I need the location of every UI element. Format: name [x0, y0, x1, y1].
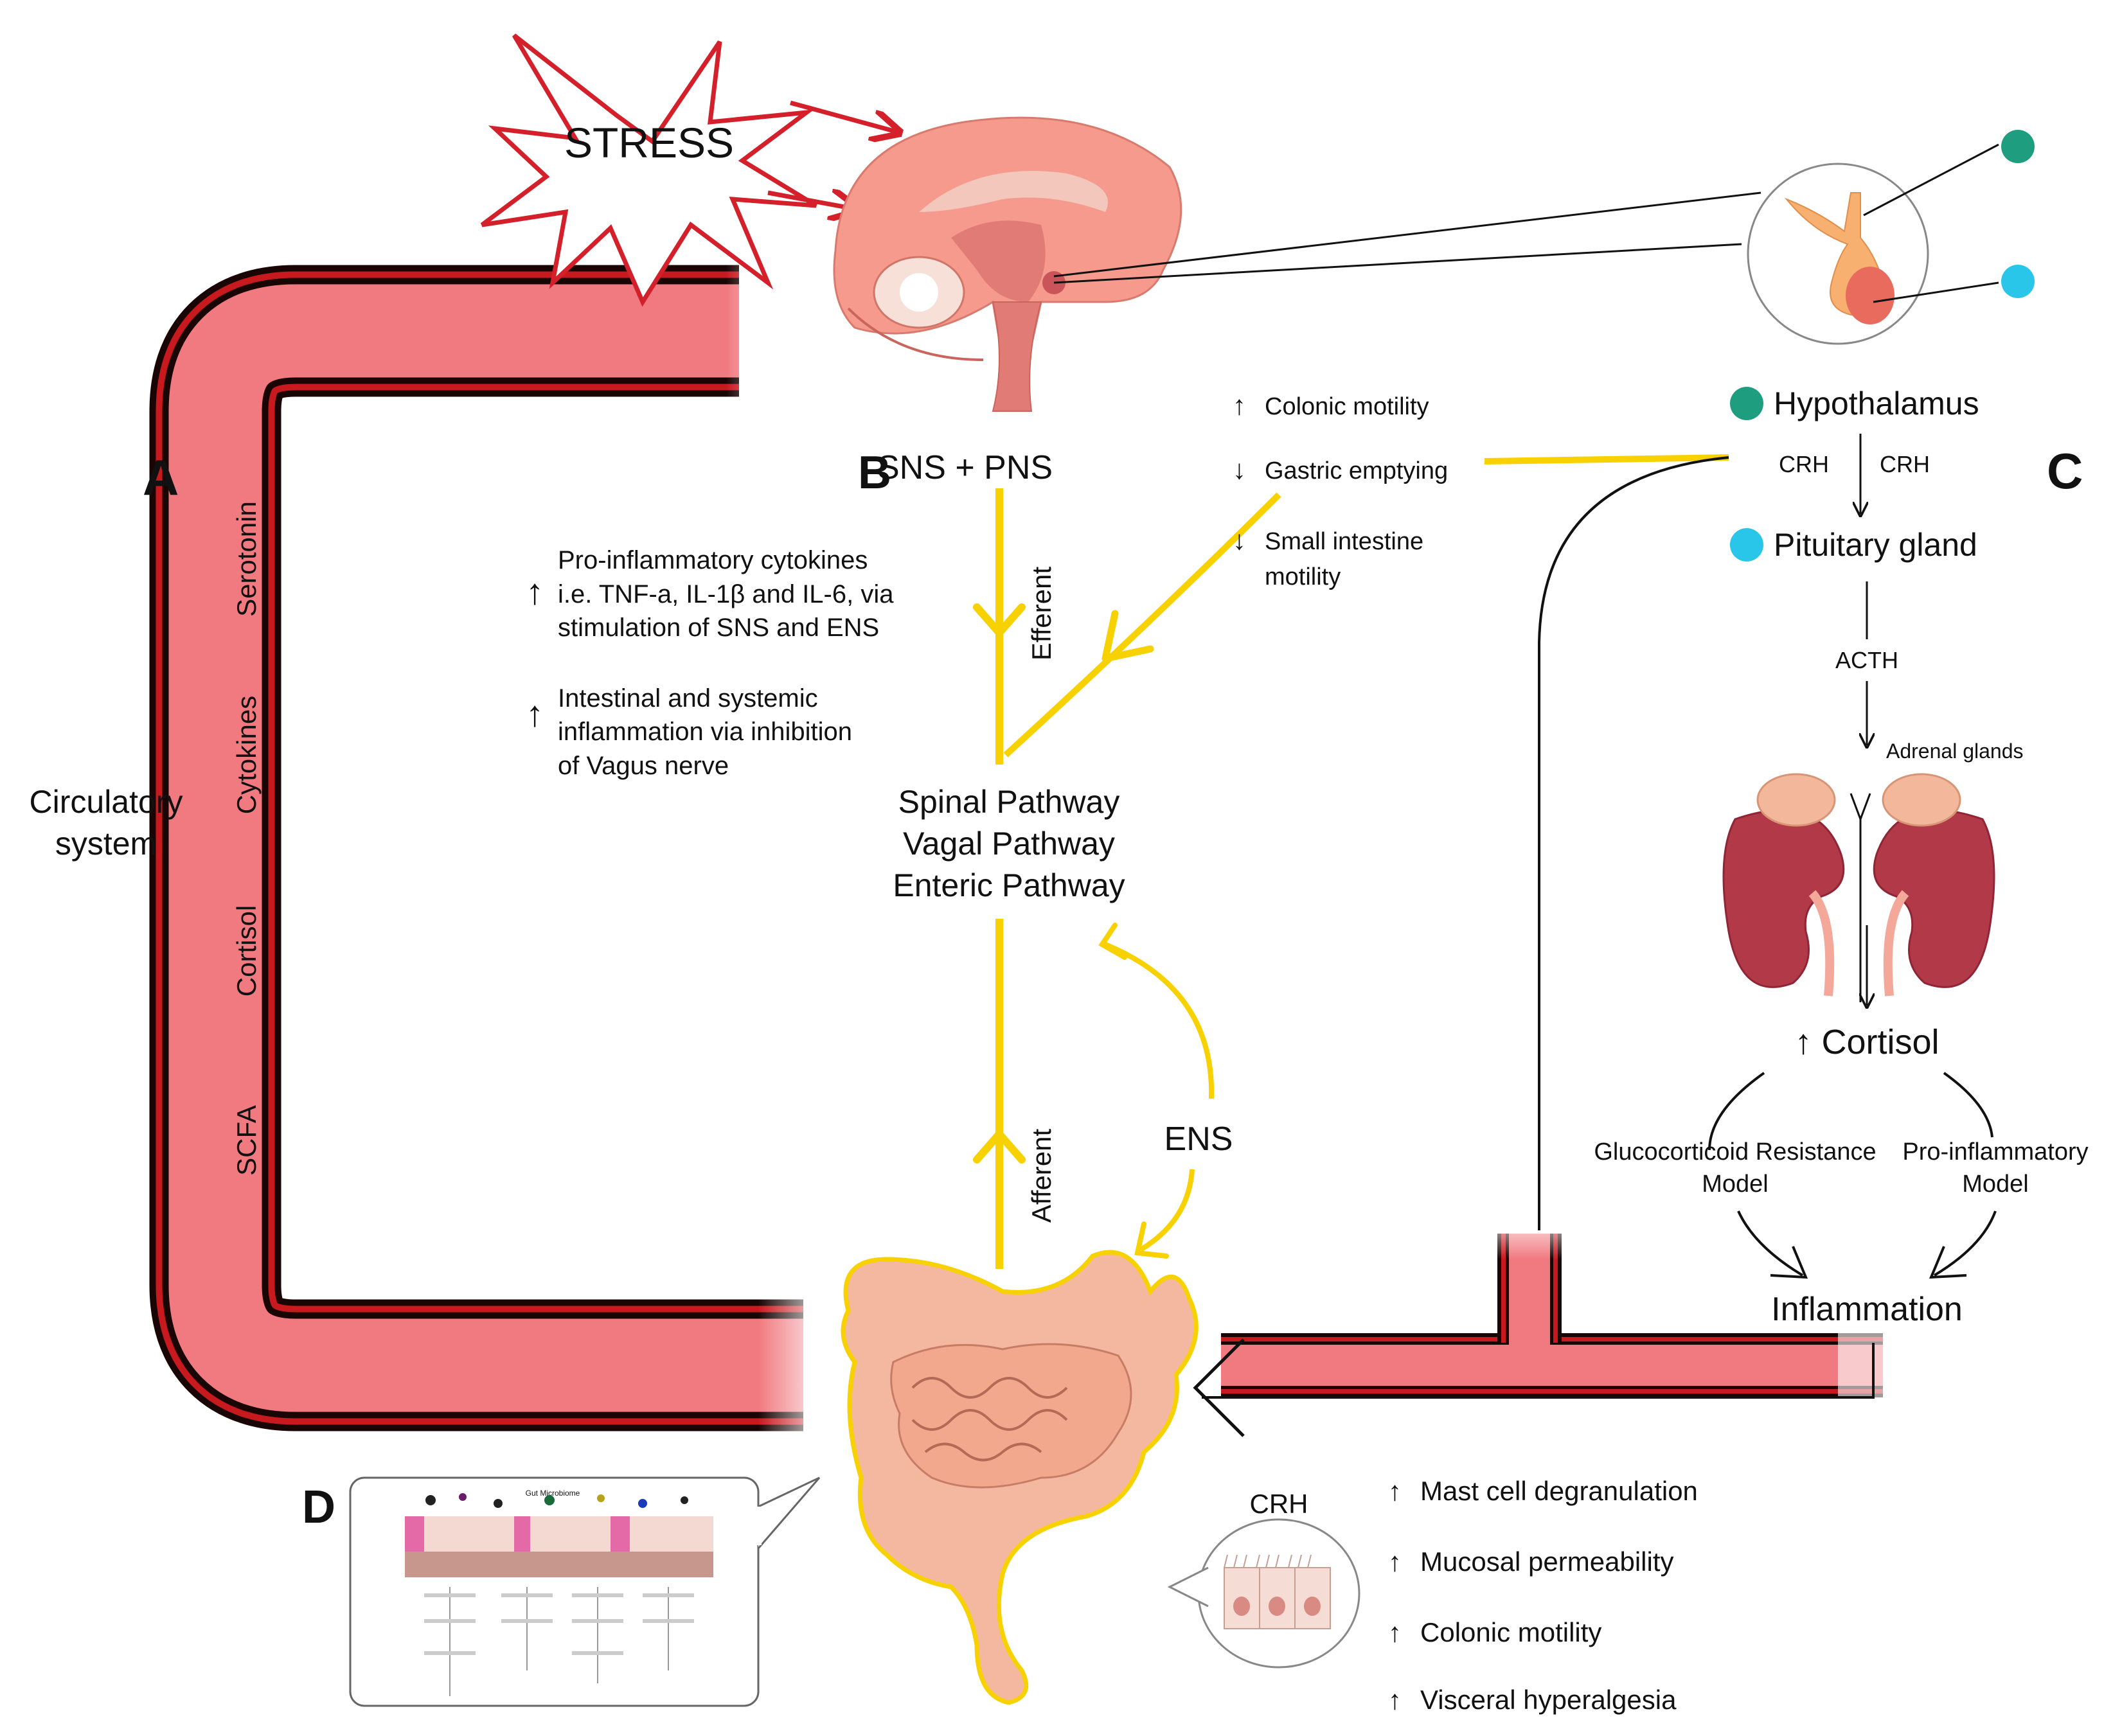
panel-label-c: C [2047, 443, 2083, 499]
panel-label-b: B [858, 447, 891, 499]
gut-effect-colonic: Colonic motility [1265, 393, 1429, 420]
gut-effects-branch-line [1003, 454, 1729, 757]
ens-arc-lower [1139, 1169, 1195, 1252]
acth-label: ACTH [1835, 647, 1898, 673]
vessel-label-scfa: SCFA [231, 1105, 262, 1176]
hypothalamus-dot [1730, 387, 1763, 420]
gut-illustration [841, 1250, 1199, 1705]
mast-effect-arrow-2: ↑ [1388, 1546, 1402, 1577]
cytokines-line3: stimulation of SNS and ENS [558, 614, 879, 642]
inflammation-to-gut-line [1202, 1343, 1875, 1399]
vagus-line3: of Vagus nerve [558, 752, 729, 780]
cytokines-line2: i.e. TNF-a, IL-1β and IL-6, via [558, 580, 894, 608]
vessel-label-cytokines: Cytokines [231, 696, 262, 814]
pituitary-dot [1730, 528, 1763, 562]
mast-effect-colonic-motility: Colonic motility [1420, 1617, 1601, 1647]
vessel-label-serotonin: Serotonin [231, 501, 262, 617]
stress-burst-icon [480, 33, 817, 307]
pathway-vagal: Vagal Pathway [903, 826, 1115, 862]
model-right-arrowhead [1929, 1246, 1967, 1279]
mast-effect-arrow-1: ↑ [1388, 1476, 1402, 1506]
stress-label: STRESS [564, 119, 734, 166]
vagus-line1: Intestinal and systemic [558, 684, 818, 713]
branch-arrowhead [1101, 610, 1154, 662]
hypothalamus-label: Hypothalamus [1774, 385, 1979, 421]
adrenal-label: Adrenal glands [1886, 740, 2023, 763]
sns-pns-label: SNS + PNS [877, 449, 1053, 486]
zoom-line-2 [1053, 243, 1742, 284]
stress-arrow-2 [767, 193, 855, 209]
efferent-arrowhead-down [973, 603, 1026, 639]
gut-effect-motility: motility [1265, 563, 1341, 590]
crh-to-gut-line [1538, 456, 1729, 1230]
ens-label: ENS [1164, 1120, 1233, 1158]
circulatory-label-line1: Circulatory [30, 784, 183, 820]
crh-bubble-label: CRH [1250, 1489, 1308, 1519]
cortisol-branch-right [1943, 1072, 1993, 1138]
inflammation-label: Inflammation [1771, 1291, 1963, 1328]
kidneys-illustration [1722, 773, 1995, 1002]
model-left-line1: Glucocorticoid Resistance [1594, 1138, 1876, 1165]
stress-arrow-1 [790, 100, 896, 132]
microbiome-inset: Gut Microbiome [349, 1476, 821, 1707]
mast-effect-degranulation: Mast cell degranulation [1420, 1476, 1698, 1506]
model-left-arrowhead [1770, 1246, 1808, 1279]
panel-label-a: A [143, 449, 179, 506]
model-right-line1: Pro-inflammatory [1902, 1138, 2088, 1165]
pituitary-inset [1747, 143, 1999, 345]
cytokines-up-arrow: ↑ [526, 571, 544, 612]
pathway-spinal: Spinal Pathway [898, 784, 1120, 820]
mast-effect-arrow-3: ↑ [1388, 1617, 1402, 1647]
circulatory-vessel-right [1221, 1208, 1896, 1407]
mast-effect-permeability: Mucosal permeability [1420, 1546, 1674, 1577]
mast-effect-arrow-4: ↑ [1388, 1685, 1402, 1715]
cortisol-branch-left [1708, 1072, 1765, 1151]
circulatory-vessel-left [149, 257, 835, 1439]
vessel-arrow-into-gut [1193, 1338, 1245, 1437]
model-right-arrow [1933, 1210, 1997, 1277]
vagus-line2: inflammation via inhibition [558, 718, 852, 746]
epithelium-bubble [1167, 1518, 1360, 1669]
ens-arc-lower-head [1134, 1221, 1169, 1259]
circulatory-label-line2: system [55, 826, 157, 862]
panel-label-d: D [302, 1482, 335, 1533]
microbiome-title: Gut Microbiome [526, 1489, 580, 1498]
inflammation-up-arrow: ↑ [526, 693, 544, 734]
efferent-label: Efferent [1026, 567, 1056, 661]
gut-effect-arrow-2: ↓ [1233, 454, 1246, 484]
pathway-enteric: Enteric Pathway [893, 867, 1125, 903]
cortisol-label: ↑ Cortisol [1794, 1023, 1939, 1061]
crh-label-right: CRH [1880, 451, 1930, 477]
cytokines-line1: Pro-inflammatory cytokines [558, 546, 868, 574]
model-left-line2: Model [1702, 1171, 1769, 1198]
ens-arc-upper-head [1098, 923, 1127, 960]
crh-label-left: CRH [1779, 451, 1829, 477]
gut-effect-arrow-1: ↑ [1233, 390, 1246, 420]
gut-effect-gastric: Gastric emptying [1265, 457, 1448, 484]
pituitary-label: Pituitary gland [1774, 527, 1977, 563]
zoom-line-1 [1053, 191, 1761, 278]
mast-effect-hyperalgesia: Visceral hyperalgesia [1420, 1685, 1677, 1715]
brain-illustration [833, 116, 1182, 412]
gut-effect-small-intestine: Small intestine [1265, 528, 1423, 555]
model-left-arrow [1737, 1210, 1804, 1277]
inset-hypothalamus-dot [2001, 130, 2035, 163]
inset-pituitary-dot [2001, 265, 2035, 298]
afferent-arrowhead-up [973, 1128, 1026, 1164]
ens-arc-upper [1104, 942, 1215, 1099]
afferent-label: Afferent [1026, 1129, 1056, 1223]
vessel-label-cortisol: Cortisol [231, 905, 262, 996]
gut-effect-arrow-3: ↓ [1233, 525, 1246, 555]
model-right-line2: Model [1962, 1171, 2029, 1198]
